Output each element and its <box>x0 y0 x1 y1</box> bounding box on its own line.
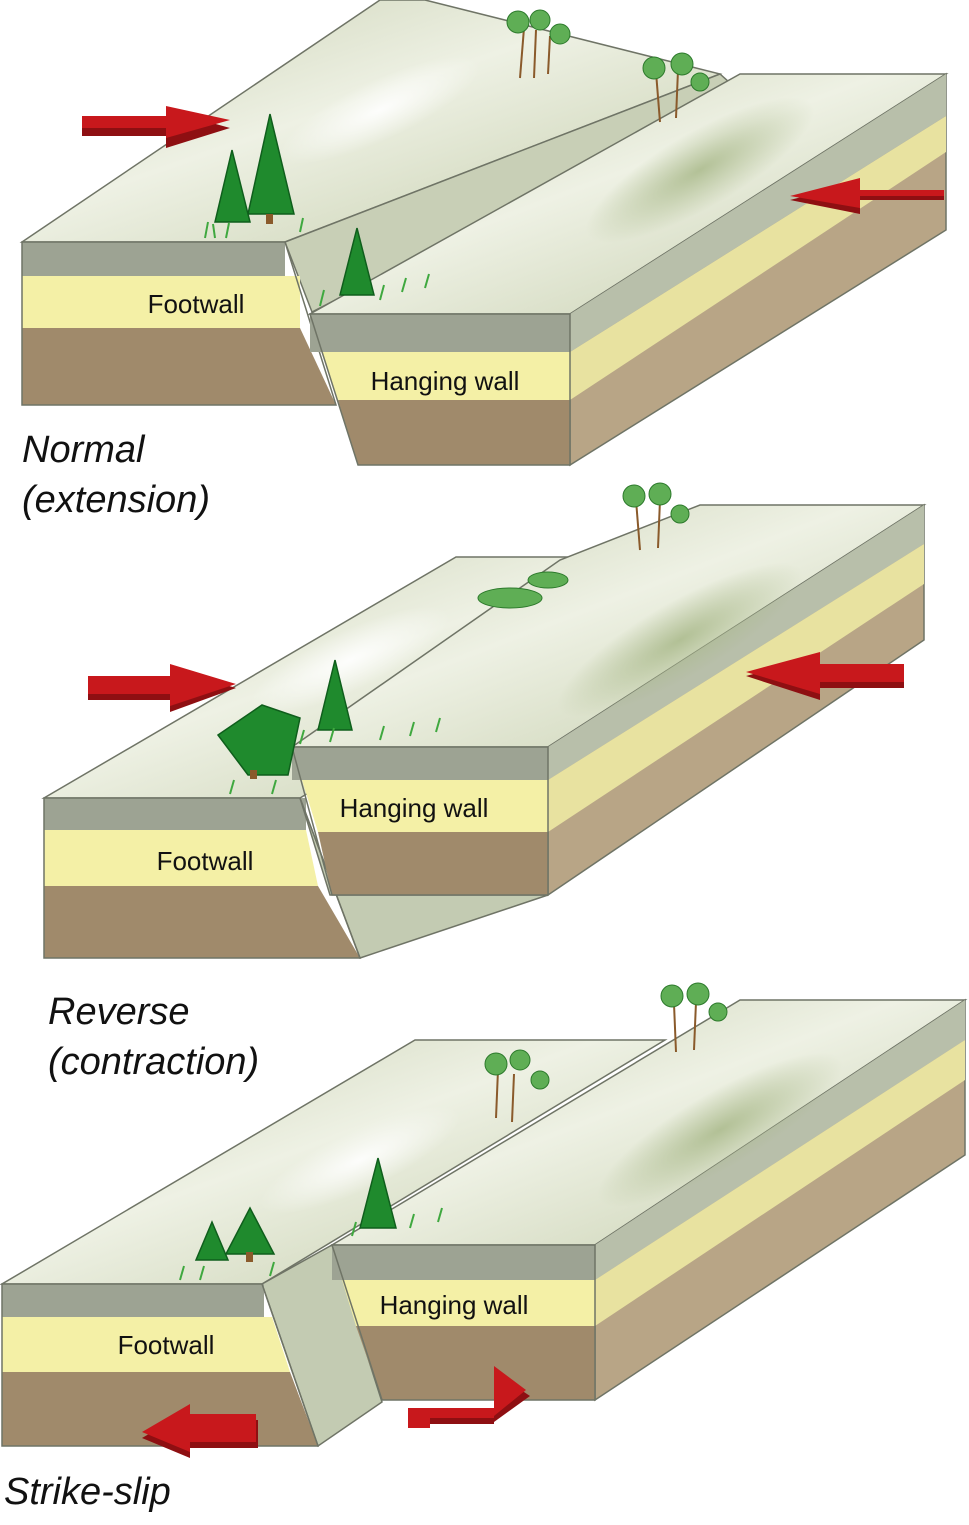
hanging-wall-brown-layer <box>338 400 570 465</box>
hanging-wall-yellow-layer <box>322 352 570 400</box>
hanging-wall-side-gray <box>570 74 946 352</box>
hill-shade <box>597 1052 843 1208</box>
conifer-tree-icon <box>194 1157 397 1262</box>
caption-line-1: Strike-slip <box>4 1471 171 1513</box>
hanging-wall-yellow-layer <box>302 780 548 832</box>
hanging-wall-front-outline <box>291 746 549 896</box>
grass-icon <box>229 717 441 795</box>
caption-line-1: Normal <box>22 429 146 471</box>
footwall-yellow-layer <box>22 276 300 328</box>
hanging-wall-gray-layer <box>332 1245 595 1280</box>
hanging-wall-side-yellow <box>548 544 924 832</box>
footwall-front-outline <box>1 1283 320 1447</box>
footwall-label: Footwall <box>148 289 245 319</box>
footwall-front-outline <box>43 797 362 959</box>
hanging-wall-label: Hanging wall <box>371 366 520 396</box>
strike-slip-arrow-left <box>142 1404 258 1458</box>
caption-line-2: (contraction) <box>48 1041 259 1083</box>
footwall-label: Footwall <box>157 846 254 876</box>
normal-fault-diagram: Footwall Hanging wall Normal (extension) <box>19 0 949 521</box>
footwall-gray-layer <box>22 242 285 276</box>
footwall-brown-layer <box>44 886 360 958</box>
grass-icon <box>204 217 430 307</box>
hanging-wall-yellow-layer <box>342 1280 595 1326</box>
hanging-wall-gray-layer <box>310 314 570 352</box>
footwall-brown-layer <box>22 328 336 405</box>
grass-icon <box>179 1207 443 1281</box>
hill-shade <box>585 97 815 243</box>
strike-slip-fault-diagram: Hanging wall Footwall Strike-slip <box>0 982 968 1513</box>
caption-line-1: Reverse <box>48 991 190 1033</box>
eucalyptus-tree-icon <box>506 9 710 123</box>
hanging-wall-brown-layer <box>318 832 548 895</box>
hill-shade <box>557 562 803 718</box>
footwall-gray-layer <box>44 798 306 830</box>
footwall-yellow-layer <box>44 830 318 886</box>
footwall-gray-layer <box>2 1284 264 1317</box>
hanging-wall-brown-layer <box>356 1326 595 1400</box>
hanging-wall-gray-layer <box>292 747 548 780</box>
hill-highlight <box>259 1106 461 1214</box>
conifer-tree-icon <box>214 113 375 296</box>
footwall-label: Footwall <box>118 1330 215 1360</box>
hanging-wall-label: Hanging wall <box>340 793 489 823</box>
hill-highlight <box>249 606 451 714</box>
contraction-arrow-right <box>746 652 904 700</box>
extension-arrow-left <box>82 106 230 148</box>
footwall-front-outline <box>21 241 338 406</box>
eucalyptus-tree-icon <box>484 982 728 1123</box>
hanging-wall-front-outline <box>308 313 571 466</box>
reverse-fault-diagram: Hanging wall Footwall Reverse (contracti… <box>41 482 927 1083</box>
hanging-wall-side-yellow <box>595 1040 965 1326</box>
footwall-yellow-layer <box>2 1317 290 1372</box>
strike-slip-arrow-right <box>408 1366 530 1428</box>
eucalyptus-tree-icon <box>477 482 690 609</box>
hill-highlight <box>279 56 481 164</box>
caption-line-2: (extension) <box>22 479 210 521</box>
contraction-arrow-left <box>88 664 236 712</box>
hanging-wall-label: Hanging wall <box>380 1290 529 1320</box>
conifer-tree-icon <box>216 659 353 779</box>
hanging-wall-front-outline <box>330 1244 596 1401</box>
extension-arrow-right <box>790 178 944 214</box>
hanging-wall-side-gray <box>595 1000 965 1280</box>
